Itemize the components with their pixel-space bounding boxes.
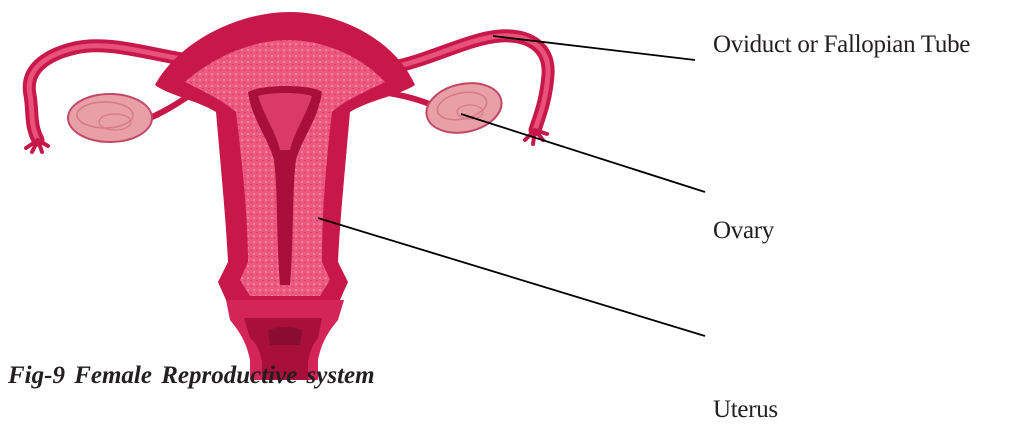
label-ovary: Ovary [713,217,774,245]
figure-caption: Fig-9 Female Reproductive system [8,362,375,390]
leader-line-uterus [318,218,705,336]
label-oviduct: Oviduct or Fallopian Tube [713,31,970,59]
leader-line-ovary [461,114,705,192]
label-uterus: Uterus [713,396,778,424]
uterus [155,12,415,380]
left-ovary [68,94,152,142]
leader-line-oviduct [493,36,695,60]
right-ovary [422,77,506,140]
